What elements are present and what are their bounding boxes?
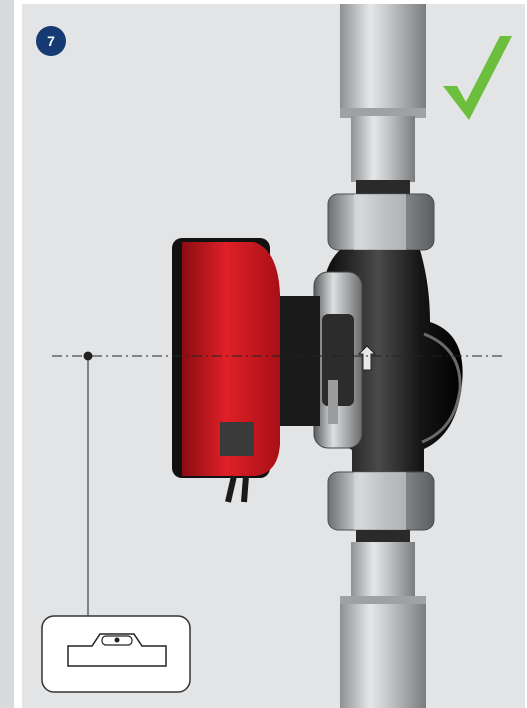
connector-port (220, 422, 254, 456)
left-margin-strip (0, 0, 14, 708)
power-cable (225, 475, 249, 503)
spirit-level-icon (41, 615, 191, 693)
upper-pipe (340, 4, 426, 194)
lower-union-nut (327, 471, 435, 531)
arrow-up-icon (357, 345, 377, 371)
pump-collar (313, 271, 363, 449)
lower-pipe (340, 530, 426, 708)
step-number-badge: 7 (36, 26, 66, 56)
checkmark-icon (443, 36, 512, 120)
upper-union-nut (327, 193, 435, 251)
pump-control-box (172, 238, 280, 503)
step-panel: 7 (22, 4, 525, 708)
pump-installation-illustration (41, 4, 512, 708)
